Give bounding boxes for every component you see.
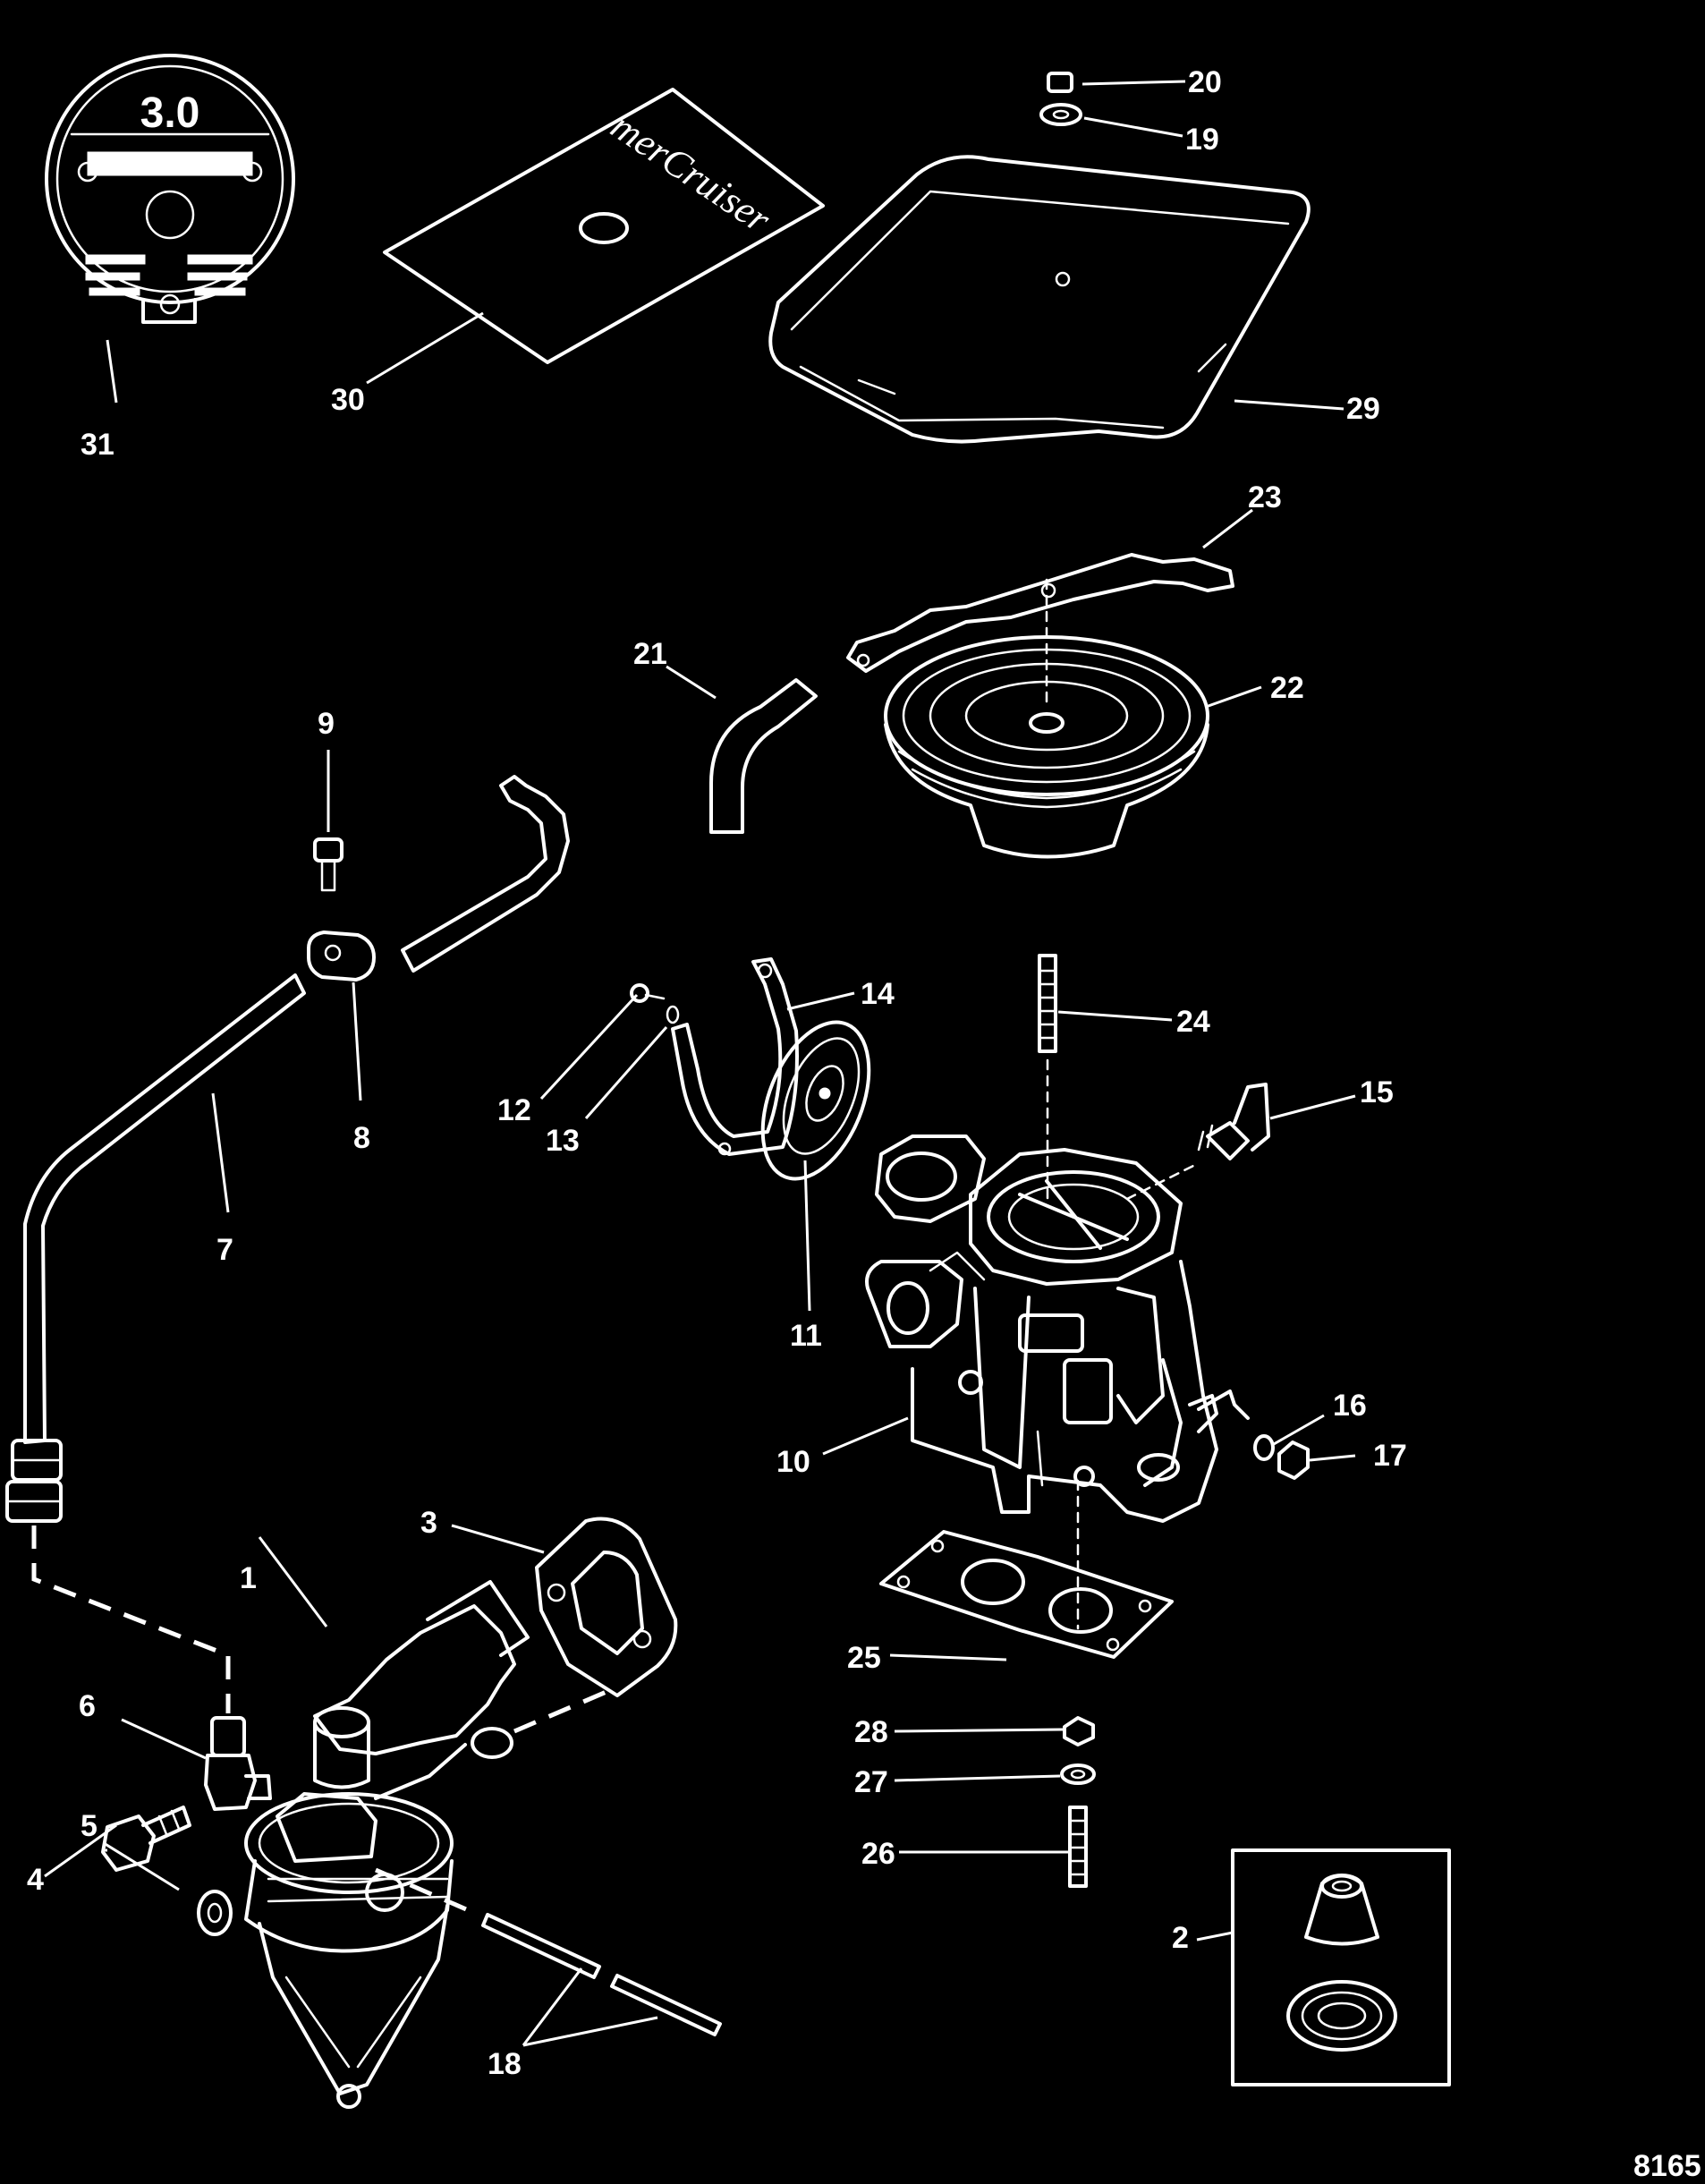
callout-4: 4 [27, 1863, 44, 1897]
callout-14: 14 [861, 977, 895, 1011]
callout-25: 25 [847, 1641, 881, 1675]
callout-16: 16 [1333, 1389, 1367, 1423]
decal-brand-text: merCruiser [603, 104, 778, 242]
pump-bolt-part [101, 1806, 191, 1872]
pump-gasket-path-dashed [513, 1688, 609, 1734]
line-clamp-part [307, 931, 376, 982]
callout-1: 1 [240, 1561, 257, 1595]
callout-3: 3 [420, 1506, 437, 1540]
emblem-plate-part: 3.0 [45, 54, 295, 324]
callout-22: 22 [1270, 671, 1304, 705]
plate-label-text: 3.0 [140, 89, 200, 137]
callout-2: 2 [1172, 1921, 1189, 1955]
carb-nut-part [1277, 1440, 1310, 1480]
fuel-pump-part [244, 1580, 530, 2109]
callout-28: 28 [854, 1715, 888, 1749]
callout-23: 23 [1248, 480, 1282, 514]
callout-8: 8 [353, 1121, 370, 1155]
cover-washer-part [1039, 103, 1082, 126]
pump-washer-part [197, 1890, 233, 1936]
pump-push-rod-part [375, 1867, 722, 2036]
elbow-fitting-part [204, 1716, 272, 1811]
cover-nut-part [1047, 72, 1073, 93]
figure-number: 8165 [1633, 2149, 1701, 2183]
throttle-bracket-part [846, 553, 1234, 673]
callout-27: 27 [854, 1765, 888, 1799]
carb-stud-washer-part [1060, 1763, 1096, 1785]
callout-6: 6 [79, 1689, 96, 1723]
callout-9: 9 [318, 707, 335, 741]
carb-stud-lower-part [1068, 1806, 1088, 1888]
bracket-screw-part [630, 983, 666, 1003]
callout-15: 15 [1360, 1075, 1394, 1109]
callout-7: 7 [216, 1233, 233, 1267]
callout-20: 20 [1188, 65, 1222, 99]
callout-13: 13 [546, 1124, 580, 1158]
fuel-line-path-dashed [31, 1525, 231, 1713]
carb-base-gasket-part [879, 1530, 1174, 1659]
carburetor-part [865, 1134, 1250, 1630]
callout-5: 5 [81, 1809, 98, 1843]
carb-stud-upper-part [1038, 954, 1057, 1201]
callout-19: 19 [1185, 123, 1219, 157]
callout-17: 17 [1373, 1439, 1407, 1473]
diaphragm-bracket-part [671, 957, 799, 1156]
grommet-kit-part [1231, 1848, 1451, 2086]
choke-diaphragm-part [760, 1020, 871, 1181]
clamp-screw-part [313, 837, 344, 892]
callout-11: 11 [790, 1319, 822, 1353]
callout-10: 10 [776, 1445, 810, 1479]
flame-arrestor-cover-part [768, 155, 1311, 444]
leader-lines [44, 80, 1356, 2047]
vent-line-part [401, 775, 570, 973]
pump-gasket-part [535, 1517, 678, 1697]
decal-sheet-part: merCruiser [383, 88, 825, 364]
callout-26: 26 [861, 1837, 895, 1871]
callout-31: 31 [81, 428, 115, 462]
flame-arrestor-part [884, 578, 1209, 859]
vent-hose-part [709, 678, 818, 834]
callout-24: 24 [1176, 1005, 1210, 1039]
carb-stud-nut-part [1063, 1716, 1095, 1746]
callout-12: 12 [497, 1093, 531, 1127]
callout-labels: 20 19 30 31 29 23 22 21 9 8 7 12 13 14 2… [27, 65, 1407, 2081]
callout-18: 18 [488, 2047, 522, 2081]
bracket-lockwasher-part [666, 1005, 680, 1024]
carb-elbow-fitting-part [1197, 1083, 1270, 1160]
carb-washer-part [1253, 1434, 1275, 1461]
callout-29: 29 [1346, 392, 1380, 426]
callout-30: 30 [331, 383, 365, 417]
fuel-line-part [5, 973, 306, 1523]
callout-21: 21 [633, 637, 667, 671]
